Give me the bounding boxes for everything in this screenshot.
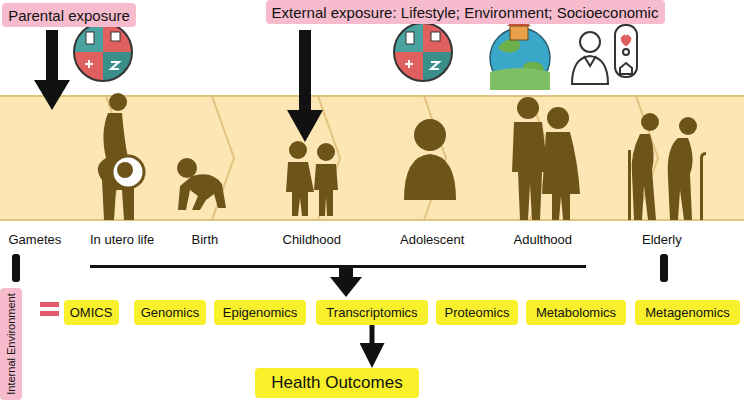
box-text: OMICS [70, 305, 113, 320]
box-text: Epigenomics [223, 305, 297, 320]
term-box: Metabolomics [526, 300, 626, 325]
stage-label: Gametes [9, 232, 62, 247]
term-box: Epigenomics [214, 300, 306, 325]
environment-icon [490, 16, 550, 90]
term-box: Transcriptomics [316, 300, 428, 325]
term-box: Parental exposure [2, 3, 136, 27]
stage-label: Birth [192, 232, 219, 247]
term-box: External exposure: Lifestyle; Environmen… [266, 0, 665, 24]
stage-label: Elderly [642, 232, 682, 247]
box-text: External exposure: Lifestyle; Environmen… [272, 4, 659, 21]
box-text: Metabolomics [536, 305, 616, 320]
box-text: Health Outcomes [271, 373, 402, 393]
life-course-chevrons [0, 96, 744, 220]
life-stage-figures [98, 93, 706, 220]
box-text: Metagenomics [645, 305, 730, 320]
chevron-segment [424, 96, 556, 220]
box-text: Internal Environment [5, 293, 17, 395]
stage-label: Adolescent [400, 232, 464, 247]
timeline-bracket [12, 254, 668, 297]
term-box: Metagenomics [635, 300, 740, 325]
stage-label: In utero life [90, 232, 154, 247]
term-box: OMICS [64, 300, 119, 325]
connector-arrow [370, 325, 375, 356]
term-box: Genomics [134, 300, 206, 325]
box-text: Proteomics [444, 305, 509, 320]
stage-label: Adulthood [514, 232, 573, 247]
box-text: Transcriptomics [326, 305, 417, 320]
stage-label: Childhood [283, 232, 342, 247]
term-box: Health Outcomes [255, 368, 419, 398]
box-text: Genomics [141, 305, 200, 320]
lifestyle-icon [394, 23, 452, 81]
vertical-label-box: Internal Environment [0, 288, 22, 400]
term-box: Proteomics [436, 300, 518, 325]
lifestyle-icon [74, 23, 132, 81]
box-text: Parental exposure [8, 7, 130, 24]
equals-sign [40, 302, 59, 316]
socioeconomic-icon [572, 25, 637, 84]
